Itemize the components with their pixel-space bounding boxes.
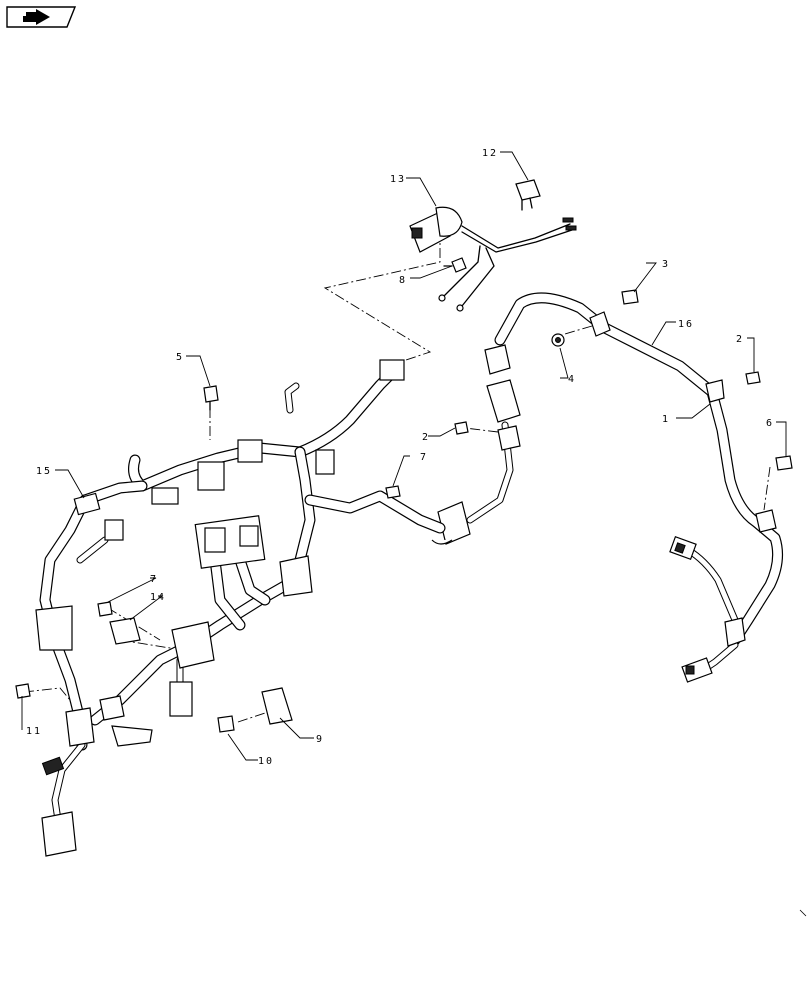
callout-4: 4 xyxy=(568,374,576,385)
callout-9: 9 xyxy=(316,734,324,745)
callout-3: 3 xyxy=(662,259,670,270)
next-page-button[interactable] xyxy=(6,6,77,28)
callout-14: 14 xyxy=(150,592,166,603)
callout-15: 15 xyxy=(36,466,52,477)
callout-11: 11 xyxy=(26,726,42,737)
callout-5: 5 xyxy=(176,352,184,363)
callout-10: 10 xyxy=(258,756,274,767)
callout-8: 8 xyxy=(399,275,407,286)
callout-6: 6 xyxy=(766,418,774,429)
callout-13: 13 xyxy=(390,174,406,185)
callout-2-center: 2 xyxy=(422,432,430,443)
main-harness xyxy=(35,359,446,857)
connector-assembly-13 xyxy=(409,179,577,312)
callout-7-left: 7 xyxy=(150,574,158,585)
center-connectors xyxy=(431,344,521,545)
callout-12: 12 xyxy=(482,148,498,159)
right-harness xyxy=(494,292,784,683)
leader-lines xyxy=(21,151,787,761)
hardware-parts xyxy=(15,289,793,733)
callout-2-right: 2 xyxy=(736,334,744,345)
next-page-arrow-icon xyxy=(6,6,77,28)
callout-7-center: 7 xyxy=(420,452,428,463)
callout-16: 16 xyxy=(678,319,694,330)
callout-labels: 12 13 8 3 16 2 4 1 6 5 2 7 15 7 14 11 9 … xyxy=(26,148,774,767)
corner-mark xyxy=(799,909,807,917)
callout-1: 1 xyxy=(662,414,670,425)
